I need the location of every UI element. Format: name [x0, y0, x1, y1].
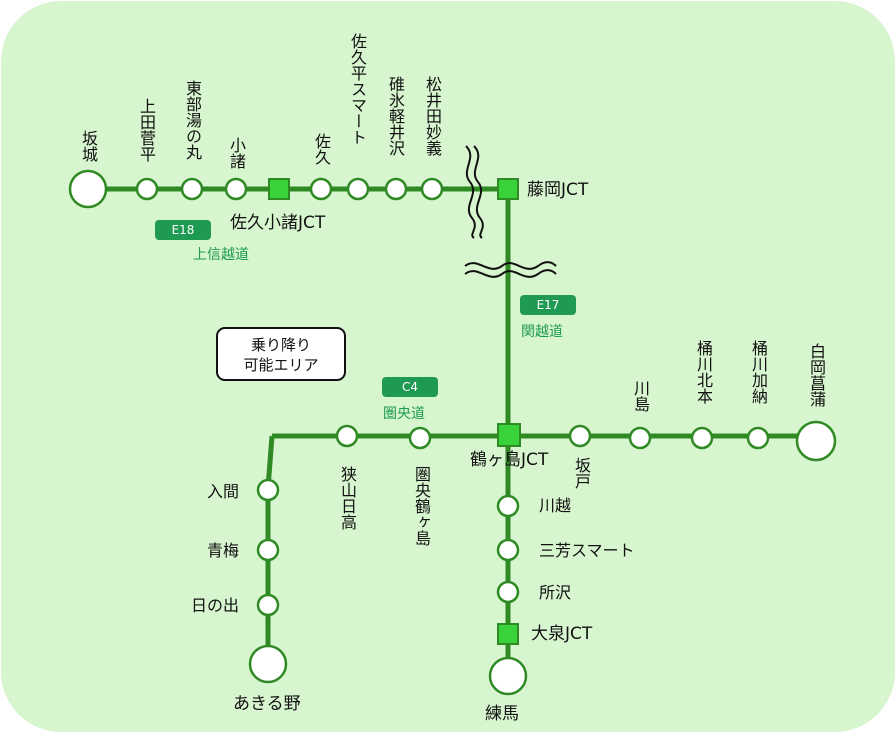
- station-marker: [309, 177, 333, 201]
- jct-marker: [497, 423, 521, 447]
- jct-marker: [497, 623, 519, 645]
- label-saku-daira: 佐久平スマート: [348, 33, 367, 145]
- station-marker: [135, 177, 159, 201]
- label-tobu: 東部湯の丸: [183, 80, 202, 160]
- label-kenou-tsuru: 圏央鶴ヶ島: [412, 466, 431, 546]
- label-oizumi-jct: 大泉JCT: [531, 624, 593, 644]
- label-fujioka-jct: 藤岡JCT: [527, 180, 589, 200]
- label-komoro: 小諸: [227, 137, 246, 169]
- station-marker: [746, 426, 770, 450]
- junctions: [268, 178, 521, 645]
- label-tsurugashima-jct: 鶴ヶ島JCT: [470, 450, 549, 470]
- station-marker: [256, 538, 280, 562]
- jct-marker: [497, 178, 519, 200]
- label-matsuida: 松井田妙義: [423, 76, 442, 156]
- stations: [68, 169, 837, 696]
- station-marker: [628, 426, 652, 450]
- station-marker: [224, 177, 248, 201]
- label-miyoshi: 三芳スマート: [539, 541, 635, 560]
- label-akiruno: あきる野: [233, 694, 301, 714]
- legend-line2: 可能エリア: [243, 356, 319, 374]
- label-shiraoka: 白岡菖蒲: [807, 343, 826, 407]
- label-kawagoe: 川越: [539, 496, 572, 515]
- label-ome: 青梅: [207, 541, 240, 560]
- station-marker: [496, 494, 520, 518]
- label-usui: 碓氷軽井沢: [386, 76, 405, 156]
- label-tokorozawa: 所沢: [539, 583, 572, 602]
- station-marker: [180, 177, 204, 201]
- legend-line1: 乗り降り: [250, 336, 311, 354]
- label-ueda: 上田菅平: [137, 98, 156, 162]
- label-sayama: 狭山日高: [338, 466, 357, 530]
- station-marker: [346, 177, 370, 201]
- e18-badge: E18: [155, 220, 211, 240]
- label-iruma: 入間: [207, 482, 240, 501]
- station-marker: [496, 580, 520, 604]
- break-marks: [464, 145, 557, 278]
- label-kawajima: 川島: [631, 380, 650, 412]
- label-okegawa-kita: 桶川北本: [694, 340, 713, 404]
- station-marker: [690, 426, 714, 450]
- e17-road-name: 関越道: [521, 324, 563, 340]
- boarding-area-legend: 乗り降り 可能エリア: [216, 327, 346, 381]
- label-sakaki: 坂城: [79, 130, 98, 162]
- station-marker: [488, 656, 528, 696]
- station-marker: [408, 426, 432, 450]
- label-hinode: 日の出: [191, 596, 240, 615]
- station-marker: [420, 177, 444, 201]
- station-marker: [496, 538, 520, 562]
- e17-badge: E17: [520, 295, 576, 315]
- c4-badge: C4: [382, 377, 438, 397]
- station-marker: [384, 177, 408, 201]
- station-marker: [68, 169, 108, 209]
- label-saku: 佐久: [312, 133, 331, 165]
- e18-road-name: 上信越道: [193, 247, 249, 263]
- label-saku-komoro-jct: 佐久小諸JCT: [230, 213, 326, 233]
- label-nerima: 練馬: [485, 704, 519, 724]
- c4-road-name: 圏央道: [383, 406, 425, 422]
- jct-marker: [268, 178, 290, 200]
- label-okegawa-kano: 桶川加納: [749, 340, 768, 404]
- station-marker: [248, 644, 288, 684]
- station-marker: [335, 424, 359, 448]
- label-sakado: 坂戸: [572, 457, 591, 489]
- station-marker: [795, 420, 837, 462]
- station-marker: [256, 478, 280, 502]
- station-marker: [568, 424, 592, 448]
- station-marker: [256, 593, 280, 617]
